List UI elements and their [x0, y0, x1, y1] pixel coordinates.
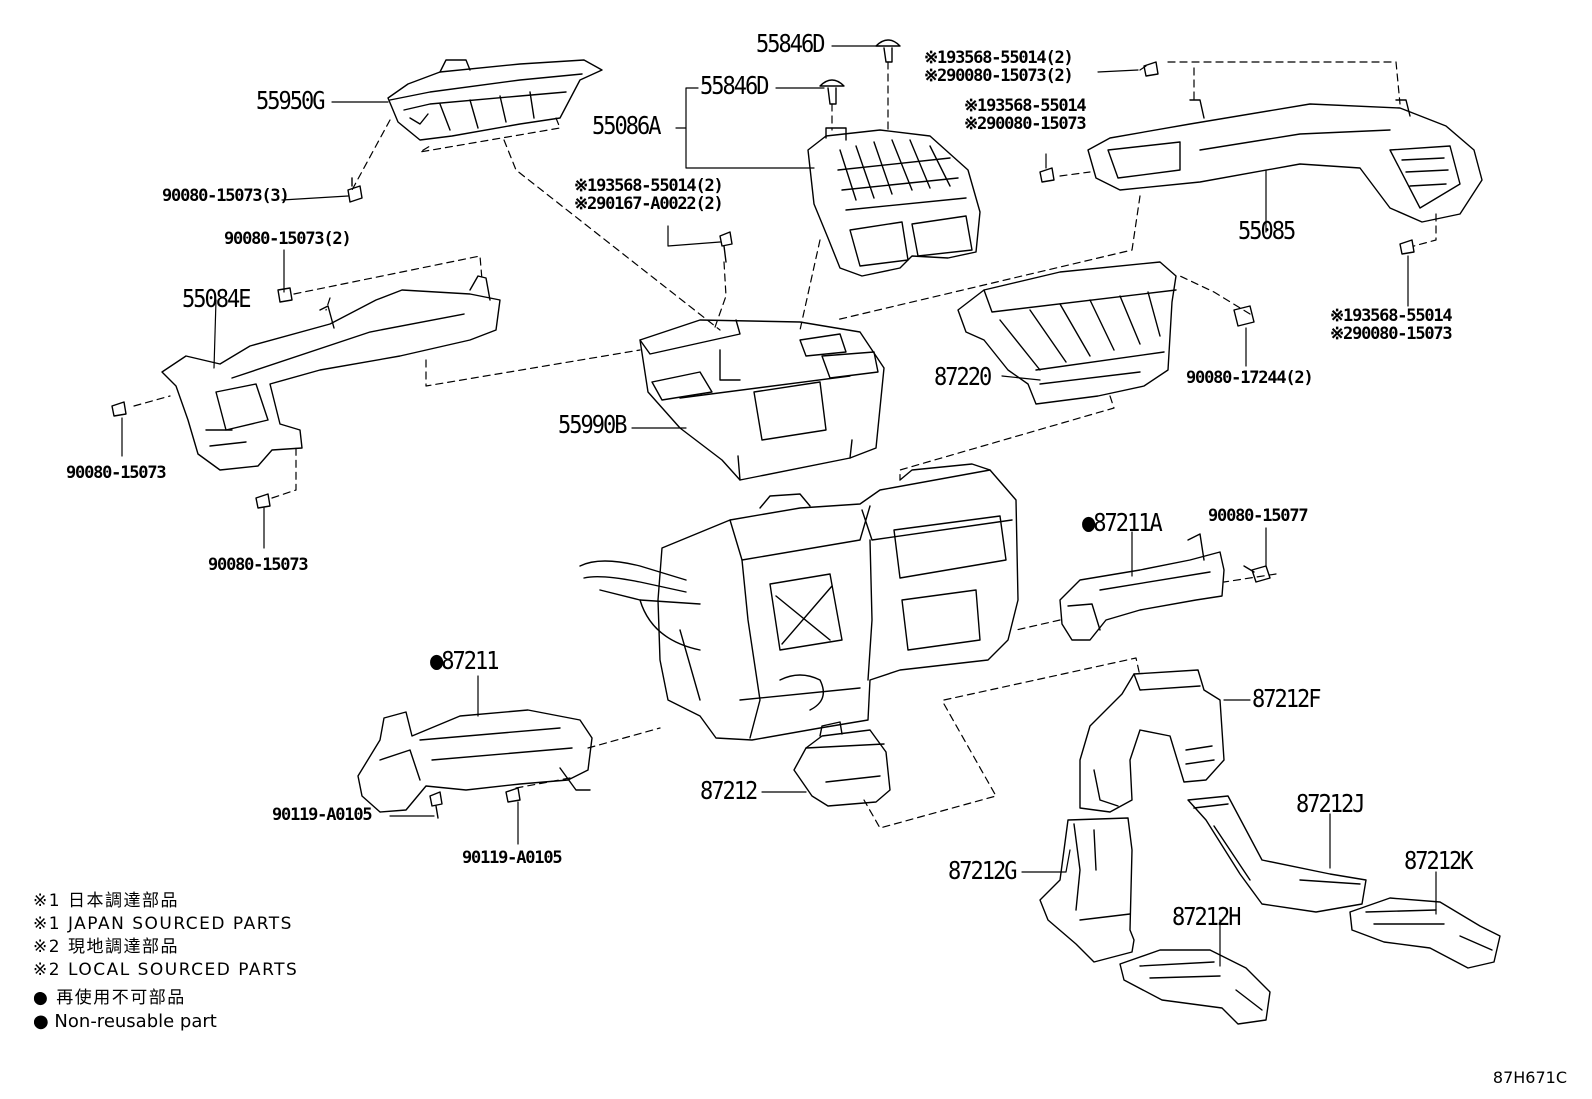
label-fastener-12: 90119-A0105 — [462, 848, 563, 868]
duct-87212K — [1349, 897, 1501, 969]
label-fastener-6: 90080-15073 — [66, 463, 167, 483]
drawing-code: 87H671C — [1492, 1068, 1567, 1087]
screw-icons — [111, 61, 1415, 819]
label-55846D-top: 55846D — [756, 30, 825, 59]
legend-bullet-icon — [34, 992, 46, 1004]
label-55846D: 55846D — [700, 72, 769, 101]
label-87211: ●87211 — [430, 647, 499, 676]
label-fastener-11: 90119-A0105 — [272, 805, 373, 825]
duct-55085 — [1087, 99, 1483, 223]
outlet-87212 — [793, 721, 891, 807]
label-fastener-9b: ※290080-15073 — [1330, 324, 1453, 344]
label-87212H: 87212H — [1172, 903, 1241, 932]
clip-55846D — [819, 79, 845, 105]
duct-87212H — [1119, 949, 1271, 1025]
legend-line-5: ● 再使用不可部品 — [33, 988, 186, 1008]
label-fastener-2a: ※193568-55014 — [964, 96, 1087, 116]
legend-line-3: ※2 現地調達部品 — [33, 937, 179, 957]
leader-lines — [121, 45, 1437, 967]
label-fastener-8: 90080-17244(2) — [1186, 368, 1314, 388]
label-fastener-3b: ※290167-A0022(2) — [574, 194, 724, 214]
duct-cover-55950G — [387, 59, 603, 141]
label-fastener-7: 90080-15073 — [208, 555, 309, 575]
assembly-lines — [133, 61, 1437, 829]
label-87212: 87212 — [700, 777, 758, 806]
label-87212G: 87212G — [948, 857, 1017, 886]
label-55085: 55085 — [1238, 217, 1296, 246]
label-55084E: 55084E — [182, 285, 251, 314]
duct-87212J — [1187, 795, 1367, 913]
label-fastener-2b: ※290080-15073 — [964, 114, 1087, 134]
housing-87220 — [957, 261, 1177, 405]
heater-unit-assembly — [579, 463, 1019, 741]
label-fastener-1a: ※193568-55014(2) — [924, 48, 1074, 68]
label-fastener-9a: ※193568-55014 — [1330, 306, 1453, 326]
duct-55086A — [807, 127, 981, 277]
label-55990B: 55990B — [558, 411, 627, 440]
label-fastener-5: 90080-15073(2) — [224, 229, 352, 249]
label-87212K: 87212K — [1404, 847, 1473, 876]
legend-line-6: ● Non-reusable part — [33, 1011, 217, 1032]
label-fastener-1b: ※290080-15073(2) — [924, 66, 1074, 86]
label-fastener-4: 90080-15073(3) — [162, 186, 290, 206]
duct-87212F — [1079, 669, 1225, 813]
label-fastener-3a: ※193568-55014(2) — [574, 176, 724, 196]
label-fastener-10: 90080-15077 — [1208, 506, 1309, 526]
duct-87211 — [357, 709, 593, 813]
legend-line-2: ※1 JAPAN SOURCED PARTS — [33, 914, 293, 934]
label-87211A: ●87211A — [1082, 509, 1163, 538]
duct-87211A — [1059, 533, 1225, 641]
label-87212J: 87212J — [1296, 790, 1365, 819]
duct-87212G — [1039, 817, 1135, 963]
clip-55846D-top — [875, 39, 901, 63]
label-55950G: 55950G — [256, 87, 325, 116]
legend-line-4: ※2 LOCAL SOURCED PARTS — [33, 960, 299, 980]
label-55086A: 55086A — [592, 112, 661, 141]
legend-line-1: ※1 日本調達部品 — [33, 891, 179, 911]
duct-55084E — [161, 275, 501, 471]
label-87220: 87220 — [934, 363, 992, 392]
case-55990B — [639, 319, 885, 481]
legend-bullet-icon — [34, 1016, 46, 1028]
label-87212F: 87212F — [1252, 685, 1321, 714]
